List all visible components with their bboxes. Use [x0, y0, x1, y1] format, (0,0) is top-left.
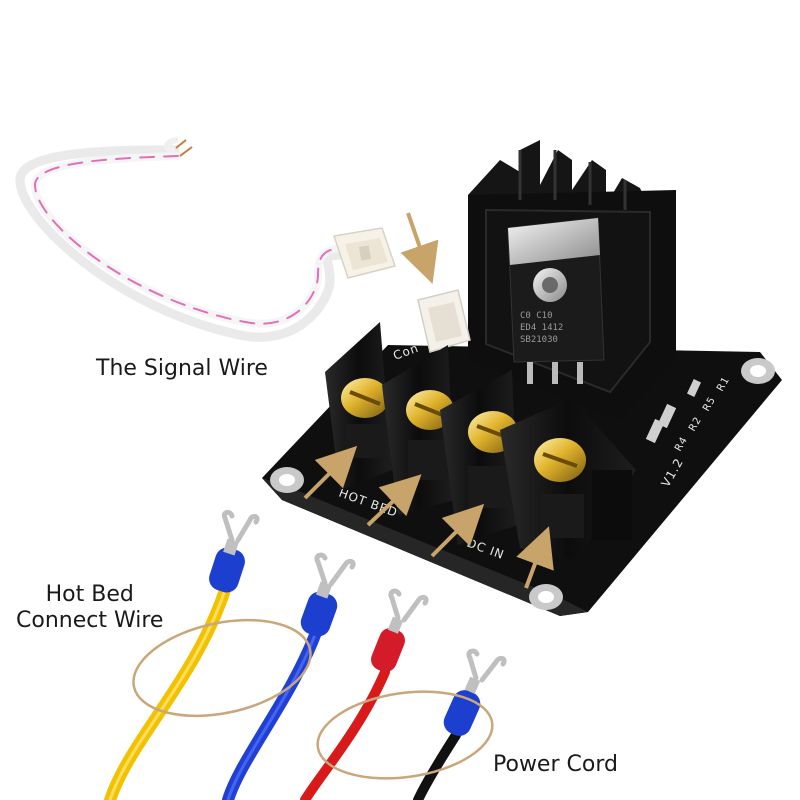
power-cord-label: Power Cord — [493, 752, 618, 777]
chip-marking-line3: SB21030 — [520, 335, 558, 345]
terminal-block-4 — [500, 398, 636, 560]
chip-marking-line2: ED4 1412 — [520, 323, 563, 333]
mounting-hole — [270, 467, 304, 493]
signal-connector — [417, 289, 471, 353]
terminal-block-2 — [382, 345, 455, 515]
hot-bed-connect-wire-label: Hot Bed Connect Wire — [16, 582, 163, 634]
jst-plug — [333, 227, 396, 279]
wire-red — [300, 588, 429, 800]
signal-wire — [15, 137, 396, 342]
hot-bed-label-line1: Hot Bed — [45, 582, 134, 607]
arrow-hot-bed-1 — [303, 445, 358, 500]
chip-marking-line1: C0 C10 — [520, 311, 553, 321]
arrow-dc-in-1 — [430, 503, 485, 558]
mosfet-board: C0 C10 ED4 1412 SB21030 Con HOT BED DC I… — [262, 140, 782, 616]
wire-yellow — [104, 509, 260, 800]
signal-wire-label: The Signal Wire — [96, 356, 268, 381]
arrow-to-connector — [400, 212, 439, 284]
mounting-hole — [741, 358, 775, 384]
arrows — [303, 212, 554, 589]
wire-blue — [222, 552, 356, 800]
highlight-circle-power — [316, 690, 494, 780]
mounting-hole — [529, 584, 563, 610]
hot-bed-label-line2: Connect Wire — [16, 608, 164, 633]
mosfet-chip: C0 C10 ED4 1412 SB21030 — [507, 217, 605, 384]
arrow-hot-bed-2 — [366, 474, 422, 527]
arrow-dc-in-2 — [516, 526, 554, 589]
highlight-circle-hot-bed — [132, 618, 312, 718]
